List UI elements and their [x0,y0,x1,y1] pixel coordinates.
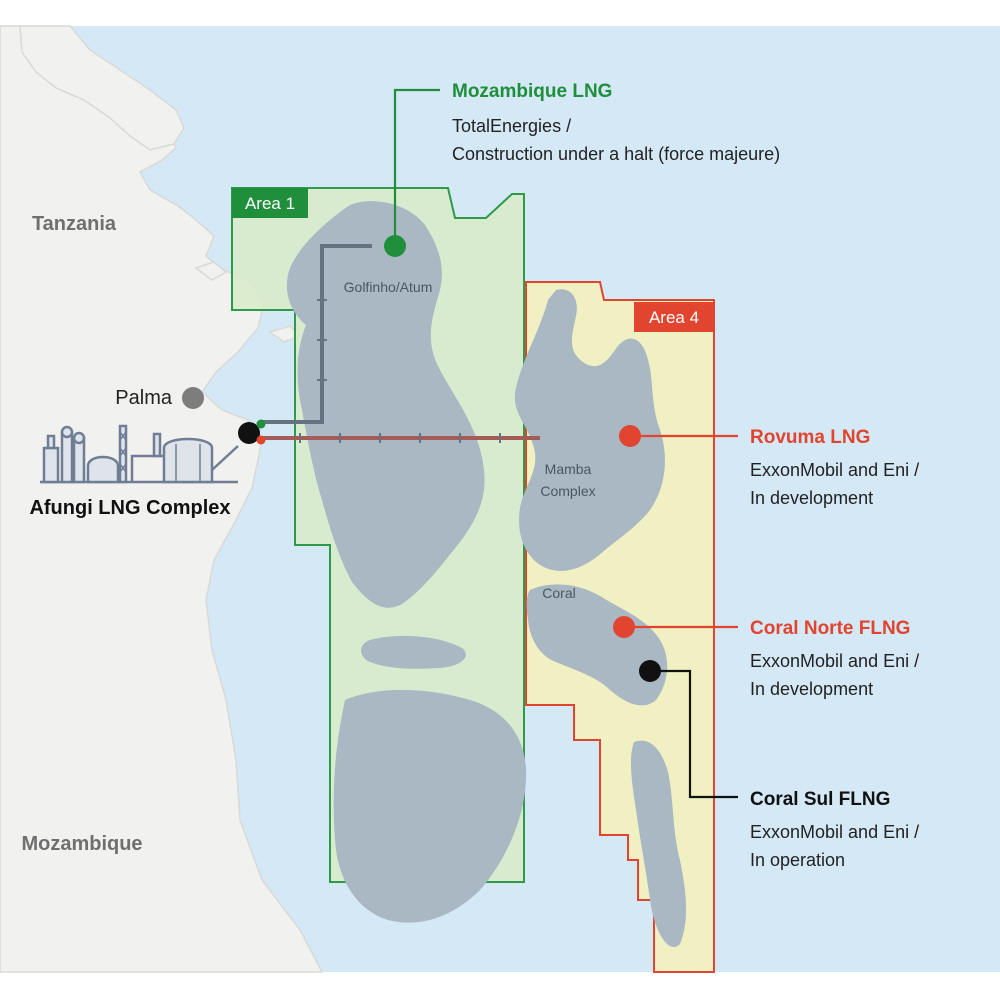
islet-1 [194,261,228,281]
field-label-mamba-2: Complex [540,483,595,499]
rovuma-lng-line1: ExxonMobil and Eni / [750,460,919,480]
pipeline-golfinho [262,244,372,424]
frame-bottom [0,972,1000,1000]
pipelines [262,244,540,443]
coral-norte-line2: In development [750,679,873,699]
coral-sul-line1: ExxonMobil and Eni / [750,822,919,842]
country-label-mozambique: Mozambique [21,833,142,855]
coral-norte-title: Coral Norte FLNG [750,618,910,639]
palma-marker [182,387,204,409]
field-mamba [514,289,665,571]
field-label-coral: Coral [542,585,575,601]
field-coral [526,584,668,706]
gas-fields [286,201,687,947]
field-small-central [361,635,466,669]
mozambique-lng-line2: Construction under a halt (force majeure… [452,144,780,164]
coral-sul-line2: In operation [750,850,845,870]
frame-top [0,0,1000,26]
afungi-green-connector [256,419,266,429]
coral-norte-line1: ExxonMobil and Eni / [750,651,919,671]
area1-label: Area 1 [232,188,308,218]
area1-label-text: Area 1 [245,194,295,213]
place-label-palma: Palma [115,387,173,409]
coral-sul-title: Coral Sul FLNG [750,789,890,810]
rovuma-lng-line2: In development [750,488,873,508]
mozambique-lng-leader [393,88,440,246]
coral-sul-leader [650,669,738,799]
peninsula-north [19,25,185,151]
rovuma-lng-title: Rovuma LNG [750,427,870,448]
place-label-afungi: Afungi LNG Complex [29,497,230,519]
area4-label: Area 4 [634,302,714,332]
afungi-terminal-marker [238,422,260,444]
field-south-block [333,689,527,923]
pipeline-ticks [299,299,501,443]
country-label-tanzania: Tanzania [32,213,117,235]
lng-plant-icon [40,424,239,484]
afungi-red-connector [256,435,266,445]
mozambique-lng-line1: TotalEnergies / [452,116,571,136]
area4-label-text: Area 4 [649,308,699,327]
mozambique-lng-title: Mozambique LNG [452,81,612,102]
field-golfinho-atum [286,201,485,608]
field-label-golfinho: Golfinho/Atum [344,279,433,295]
field-label-mamba-1: Mamba [545,461,592,477]
field-south-tail [630,740,687,947]
